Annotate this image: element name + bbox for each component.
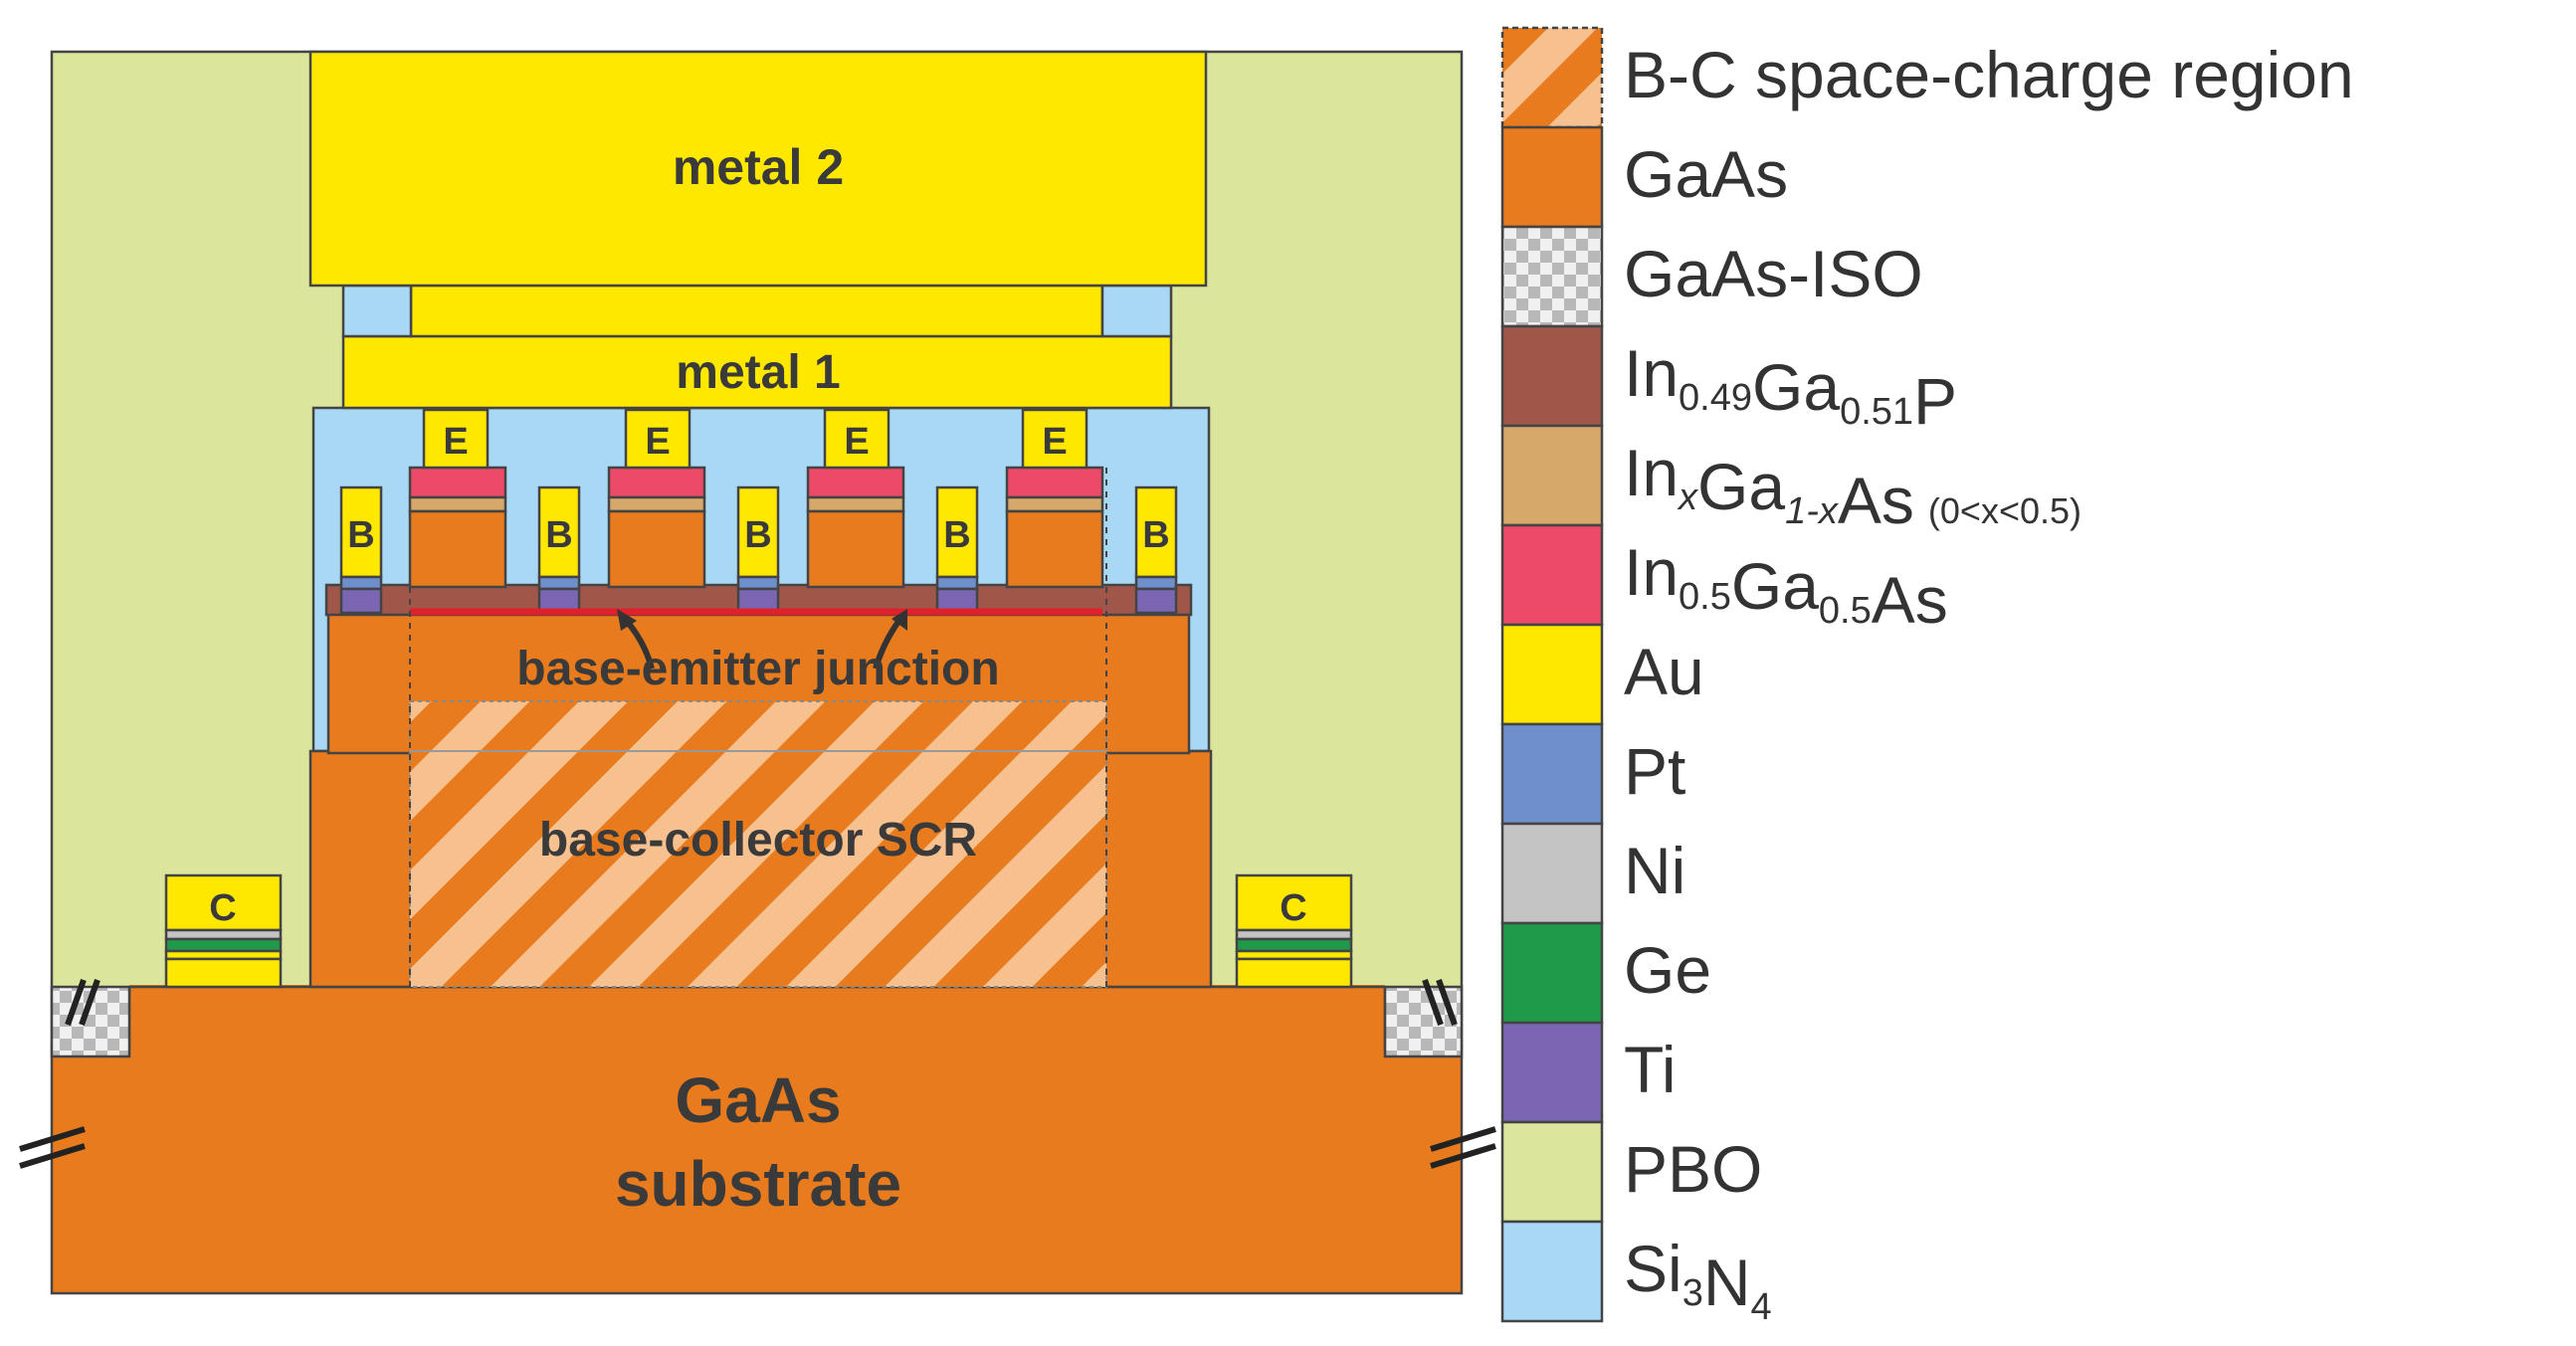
- legend-swatch-ingaas05: [1500, 523, 1604, 627]
- base-label-3: B: [744, 514, 771, 556]
- legend-label-gaas_iso: GaAs-ISO: [1624, 237, 1923, 310]
- base-emitter-junction-label: base-emitter junction: [516, 643, 999, 695]
- legend-label-si3n4: Si3N4: [1624, 1232, 1772, 1328]
- base-contact-5: [1134, 485, 1178, 615]
- legend-label-gaas: GaAs: [1624, 137, 1788, 211]
- legend-label-ingaas_x: InxGa1-xAs(0<x<0.5): [1624, 436, 2081, 537]
- legend-label-au: Au: [1624, 635, 1704, 708]
- si3n4-via-right: [1100, 284, 1173, 338]
- emitter-finger-4: [1005, 408, 1104, 589]
- base-collector-scr: [409, 700, 1107, 988]
- gaas-iso-right: [1383, 985, 1464, 1058]
- legend-swatch-ingap: [1500, 324, 1604, 428]
- legend-label-pt: Pt: [1624, 734, 1685, 808]
- emitter-fingers: [408, 408, 1104, 589]
- legend-swatch-gaas_iso: [1500, 225, 1604, 328]
- metal-2: [308, 50, 1208, 288]
- legend-swatch-gaas: [1500, 125, 1604, 229]
- collector-label-right: C: [1280, 887, 1306, 929]
- legend-label-ti: Ti: [1624, 1033, 1677, 1106]
- legend-label-pbo: PBO: [1624, 1132, 1762, 1206]
- emitter-label-3: E: [844, 421, 869, 463]
- metal-1-top: [409, 284, 1104, 338]
- legend-swatch-ge: [1500, 921, 1604, 1025]
- si3n4-via-left: [341, 284, 413, 338]
- legend-label-ge: Ge: [1624, 933, 1711, 1007]
- legend-label-ingaas05: In0.5Ga0.5As: [1624, 535, 1948, 637]
- gaas-substrate-top: [129, 985, 1385, 1055]
- legend-swatch-pbo: [1500, 1120, 1604, 1224]
- emitter-label-2: E: [645, 421, 670, 463]
- legend-swatch-bc_scr: [1500, 26, 1604, 129]
- device-cross-section: [19, 50, 1496, 1295]
- base-label-2: B: [545, 514, 572, 556]
- base-contact-1: [339, 485, 383, 615]
- base-label-4: B: [943, 514, 970, 556]
- metal-1: [341, 334, 1173, 410]
- legend-swatch-pt: [1500, 722, 1604, 826]
- base-collector-scr-label: base-collector SCR: [539, 814, 977, 866]
- emitter-label-1: E: [443, 421, 468, 463]
- collector-label-left: C: [209, 887, 236, 929]
- legend-label-bc_scr: B-C space-charge region: [1624, 38, 2354, 111]
- legend-swatch-si3n4: [1500, 1220, 1604, 1323]
- legend-swatch-ingaas_x: [1500, 424, 1604, 527]
- collector-contact-left: [164, 873, 283, 989]
- break-marks: [19, 978, 1496, 1169]
- substrate-label-line1: GaAs: [675, 1064, 841, 1136]
- collector-contact-right: [1235, 873, 1353, 989]
- legend-swatch-au: [1500, 623, 1604, 726]
- emitter-finger-2: [607, 408, 706, 589]
- junction-arrows: [617, 609, 907, 670]
- legend-swatch-ni: [1500, 822, 1604, 925]
- legend-label-ingap: In0.49Ga0.51P: [1624, 336, 1957, 438]
- diagram-labels: metal 2 metal 1 E E E E B B B B B base-e…: [209, 139, 1306, 1220]
- legend-label-ni: Ni: [1624, 834, 1685, 907]
- metal-2-label: metal 2: [673, 139, 844, 195]
- base-label-5: B: [1142, 514, 1169, 556]
- metal-1-label: metal 1: [676, 346, 840, 399]
- substrate-label-line2: substrate: [615, 1148, 901, 1220]
- gaas-substrate: [50, 1045, 1464, 1295]
- legend-swatch-ti: [1500, 1021, 1604, 1124]
- base-label-1: B: [347, 514, 374, 556]
- emitter-label-4: E: [1042, 421, 1067, 463]
- emitter-finger-1: [408, 408, 507, 589]
- emitter-finger-3: [806, 408, 905, 589]
